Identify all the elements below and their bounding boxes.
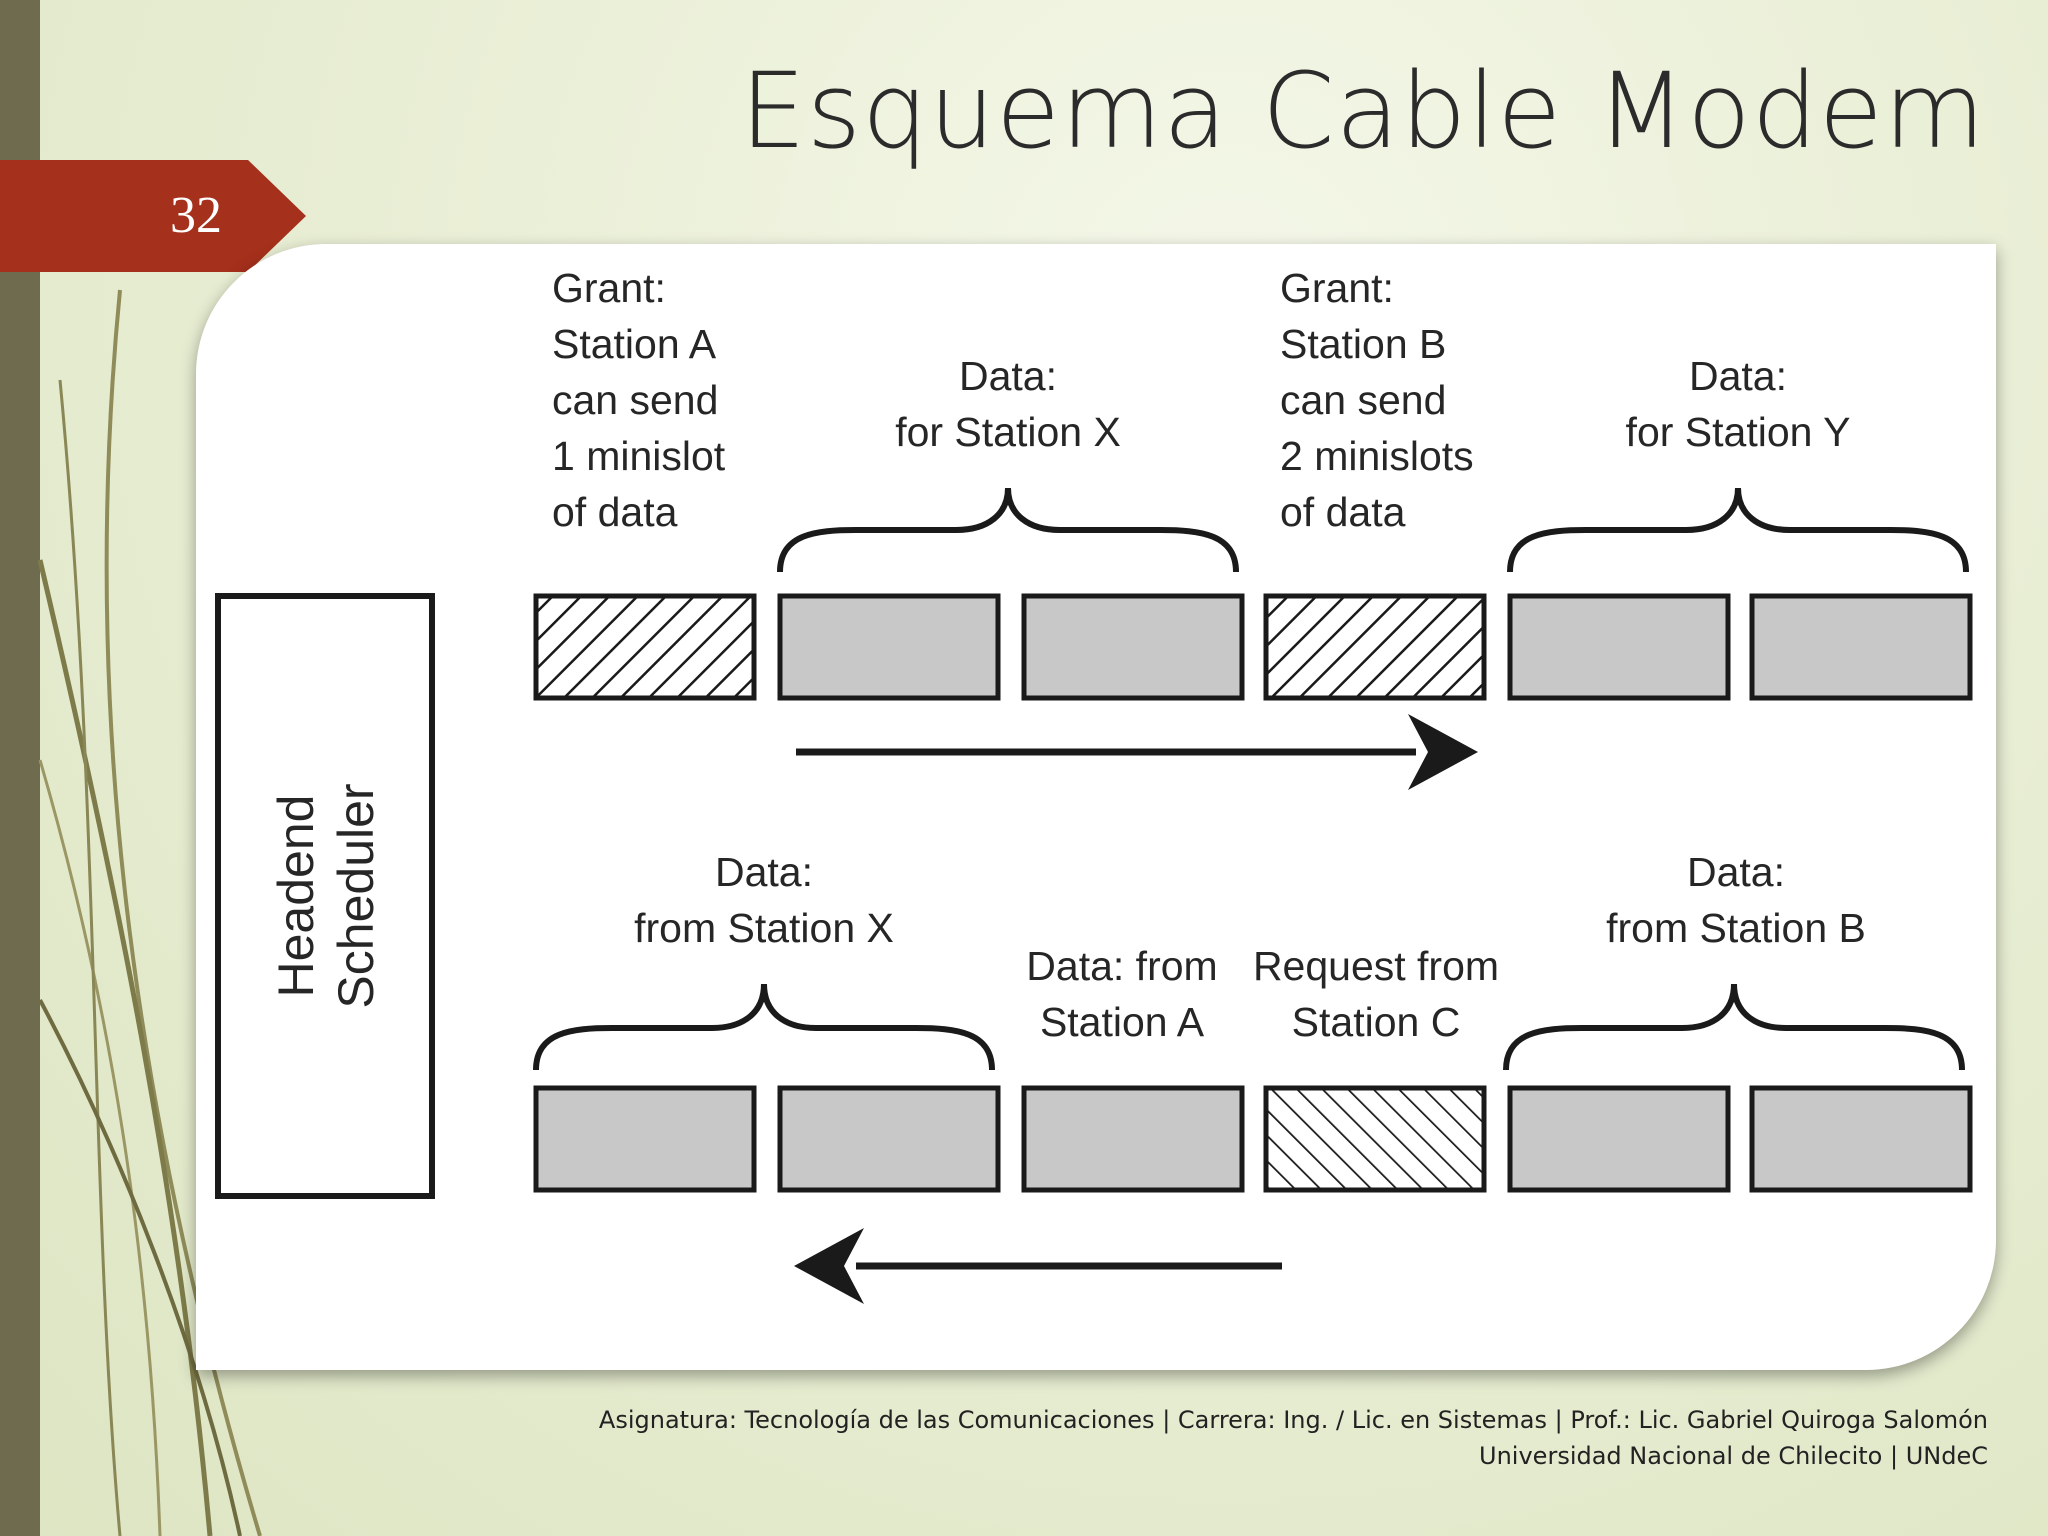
- slot-bottom-data-x-1: [533, 1085, 757, 1193]
- brace-data-y: [1507, 487, 1969, 573]
- request-c-line1: Request from: [1253, 943, 1499, 989]
- request-c-line2: Station C: [1292, 999, 1461, 1045]
- data-from-a-line1: Data: from: [1026, 943, 1217, 989]
- slot-bottom-request-c: [1263, 1085, 1487, 1193]
- grant-b-line1: Grant:: [1280, 265, 1394, 311]
- brace-data-from-x: [533, 983, 995, 1071]
- data-y-line1: Data:: [1689, 353, 1787, 399]
- slide-number-tab: [0, 160, 306, 272]
- data-x-line1: Data:: [959, 353, 1057, 399]
- headend-scheduler-box: [215, 593, 435, 1199]
- slide-title: Esquema Cable Modem: [740, 50, 1986, 172]
- data-from-b-line2: from Station B: [1606, 905, 1866, 951]
- slot-top-data-x-2: [1021, 593, 1245, 701]
- scheduler-label-line1: Headend: [268, 795, 324, 998]
- arrow-right-icon: [796, 714, 1478, 790]
- cable-modem-diagram: Headend Scheduler Grant: Station A can s…: [215, 265, 1973, 1304]
- data-from-a-line2: Station A: [1040, 999, 1205, 1045]
- scheduler-label-line2: Scheduler: [328, 783, 384, 1008]
- footer-line-1: Asignatura: Tecnología de las Comunicaci…: [598, 1406, 1988, 1434]
- slot-bottom-data-a: [1021, 1085, 1245, 1193]
- grant-b-line4: 2 minislots: [1280, 433, 1474, 479]
- grant-a-line1: Grant:: [552, 265, 666, 311]
- slot-top-data-x-1: [777, 593, 1001, 701]
- slot-bottom-data-b-1: [1507, 1085, 1731, 1193]
- diagram-panel: Headend Scheduler Grant: Station A can s…: [196, 244, 1996, 1370]
- data-from-x-line2: from Station X: [634, 905, 894, 951]
- grant-a-line4: 1 minislot: [552, 433, 726, 479]
- slot-top-data-y-2: [1749, 593, 1973, 701]
- grant-a-line5: of data: [552, 489, 678, 535]
- slot-top-grant-a: [533, 593, 757, 701]
- slot-bottom-data-x-2: [777, 1085, 1001, 1193]
- slide-number: 32: [170, 187, 222, 244]
- grant-b-line5: of data: [1280, 489, 1406, 535]
- footer-line-2: Universidad Nacional de Chilecito | UNde…: [1479, 1442, 1988, 1470]
- brace-data-from-b: [1503, 983, 1965, 1071]
- grant-b-line3: can send: [1280, 377, 1446, 423]
- data-x-line2: for Station X: [895, 409, 1121, 455]
- data-y-line2: for Station Y: [1626, 409, 1851, 455]
- data-from-b-line1: Data:: [1687, 849, 1785, 895]
- slide-footer: Asignatura: Tecnología de las Comunicaci…: [599, 1402, 1988, 1474]
- slot-bottom-data-b-2: [1749, 1085, 1973, 1193]
- slot-top-data-y-1: [1507, 593, 1731, 701]
- grant-b-line2: Station B: [1280, 321, 1446, 367]
- brace-data-x: [777, 487, 1239, 573]
- arrow-left-icon: [794, 1228, 1282, 1304]
- slot-top-grant-b: [1263, 593, 1487, 701]
- data-from-x-line1: Data:: [715, 849, 813, 895]
- grant-a-line3: can send: [552, 377, 718, 423]
- grant-a-line2: Station A: [552, 321, 717, 367]
